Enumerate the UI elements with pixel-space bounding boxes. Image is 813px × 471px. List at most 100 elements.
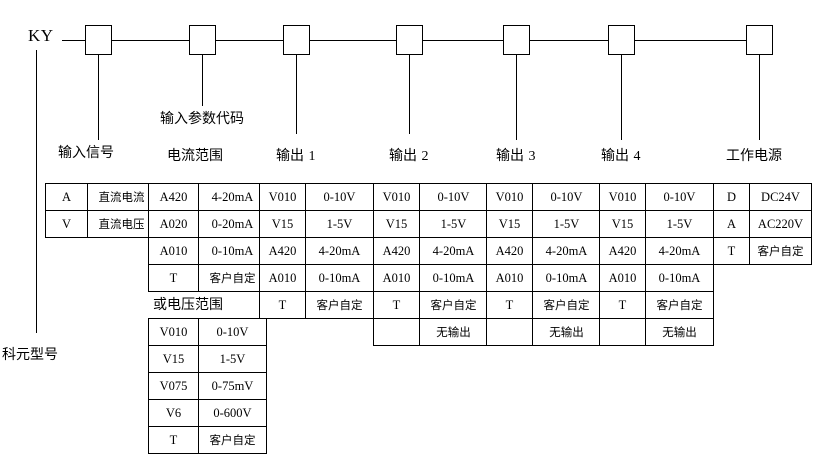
- drop-line-input-param: [202, 55, 204, 106]
- option-desc-cell: 客户自定: [419, 291, 488, 319]
- option-desc-cell: 客户自定: [532, 291, 601, 319]
- drop-line-model: [36, 50, 38, 333]
- option-desc-cell: 0-10V: [305, 183, 374, 211]
- option-code-cell: T: [148, 426, 199, 454]
- connector-line-4: [423, 40, 504, 42]
- code-box-7[interactable]: [746, 25, 773, 55]
- option-code-cell: A010: [259, 264, 306, 292]
- option-desc-cell: 0-10mA: [645, 264, 714, 292]
- option-code-cell: A020: [148, 210, 199, 238]
- drop-line-output4: [621, 55, 623, 140]
- option-desc-cell: 客户自定: [749, 237, 812, 265]
- option-desc-cell: 无输出: [532, 318, 601, 346]
- option-code-cell: T: [148, 264, 199, 292]
- option-desc-cell: DC24V: [749, 183, 812, 211]
- option-desc-cell: 客户自定: [198, 426, 267, 454]
- option-desc-cell: 0-10V: [532, 183, 601, 211]
- option-code-cell: V010: [373, 183, 420, 211]
- option-desc-cell: 0-10mA: [419, 264, 488, 292]
- option-desc-cell: 0-75mV: [198, 372, 267, 400]
- option-code-cell: V010: [259, 183, 306, 211]
- label-voltage-range: 或电压范围: [153, 297, 223, 313]
- option-desc-cell: 0-20mA: [198, 210, 267, 238]
- code-box-2[interactable]: [189, 25, 216, 55]
- option-code-cell: A: [45, 183, 88, 211]
- label-output1: 输出 1: [276, 148, 316, 164]
- option-desc-cell: 无输出: [645, 318, 714, 346]
- option-code-cell: T: [713, 237, 750, 265]
- label-output2: 输出 2: [389, 148, 429, 164]
- option-desc-cell: 1-5V: [419, 210, 488, 238]
- option-code-cell: A420: [486, 237, 533, 265]
- label-current-range: 电流范围: [167, 148, 223, 164]
- option-code-cell: A420: [599, 237, 646, 265]
- option-code-cell: V15: [486, 210, 533, 238]
- option-code-cell: [373, 318, 420, 346]
- connector-line-1: [111, 40, 190, 42]
- drop-line-input-signal: [98, 55, 100, 140]
- drop-line-output3: [516, 55, 518, 140]
- drop-line-output1: [296, 55, 298, 134]
- option-code-cell: A: [713, 210, 750, 238]
- option-code-cell: A010: [599, 264, 646, 292]
- option-desc-cell: 0-10mA: [532, 264, 601, 292]
- option-desc-cell: 4-20mA: [198, 183, 267, 211]
- label-output3: 输出 3: [496, 148, 536, 164]
- option-desc-cell: 0-600V: [198, 399, 267, 427]
- option-desc-cell: 直流电流: [87, 183, 156, 211]
- option-code-cell: A010: [148, 237, 199, 265]
- option-desc-cell: 客户自定: [645, 291, 714, 319]
- option-desc-cell: 客户自定: [198, 264, 267, 292]
- table-row: 无输出: [486, 318, 601, 346]
- option-code-cell: A010: [373, 264, 420, 292]
- option-desc-cell: 0-10mA: [305, 264, 374, 292]
- option-desc-cell: 客户自定: [305, 291, 374, 319]
- model-prefix-label: KY: [28, 26, 54, 45]
- code-box-1[interactable]: [85, 25, 112, 55]
- connector-line-6: [635, 40, 747, 42]
- code-box-5[interactable]: [503, 25, 530, 55]
- code-box-3[interactable]: [283, 25, 310, 55]
- option-desc-cell: 1-5V: [305, 210, 374, 238]
- option-desc-cell: 4-20mA: [645, 237, 714, 265]
- code-box-6[interactable]: [608, 25, 635, 55]
- option-desc-cell: AC220V: [749, 210, 812, 238]
- option-code-cell: [486, 318, 533, 346]
- option-desc-cell: 4-20mA: [532, 237, 601, 265]
- option-code-cell: V15: [599, 210, 646, 238]
- table-row: 无输出: [599, 318, 714, 346]
- connector-line-5: [530, 40, 609, 42]
- label-input-param-code: 输入参数代码: [160, 111, 244, 127]
- option-desc-cell: 无输出: [419, 318, 488, 346]
- label-power-supply: 工作电源: [726, 148, 782, 164]
- option-desc-cell: 1-5V: [532, 210, 601, 238]
- code-box-4[interactable]: [396, 25, 423, 55]
- option-desc-cell: 0-10mA: [198, 237, 267, 265]
- option-code-cell: V15: [259, 210, 306, 238]
- connector-line-0: [62, 40, 86, 42]
